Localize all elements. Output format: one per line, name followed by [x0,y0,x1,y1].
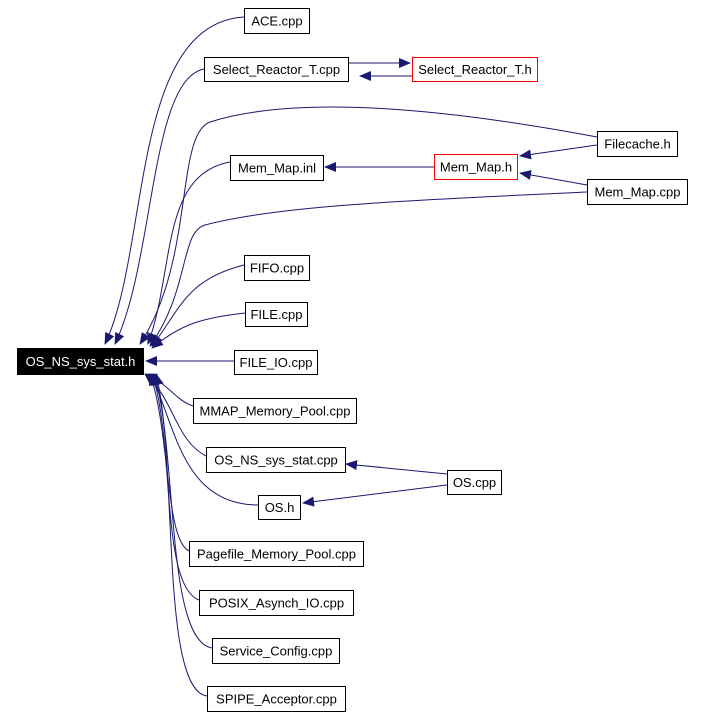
node-box [207,686,346,712]
node-label: OS.cpp [453,475,496,490]
node-box [597,131,678,157]
node-os-ns-sys-stat-h[interactable]: OS_NS_sys_stat.h [17,348,144,375]
edge-select_reactor_t_cpp-to-os_ns_sys_stat_h [114,68,205,345]
node-label: OS.h [265,500,295,515]
node-select-reactor-t-h[interactable]: Select_Reactor_T.h [412,57,538,82]
edge-service_config_cpp-to-os_ns_sys_stat_h [152,373,213,649]
node-label: Service_Config.cpp [220,644,333,659]
node-label: ACE.cpp [251,14,302,29]
edge-os_h-to-os_ns_sys_stat_h [149,373,259,506]
edge-fifo_cpp-to-os_ns_sys_stat_h [151,264,245,347]
node-box [245,302,308,327]
edge-file_cpp-to-os_ns_sys_stat_h [151,312,246,349]
node-spipe-acceptor-cpp[interactable]: SPIPE_Acceptor.cpp [207,686,346,712]
node-mem-map-cpp[interactable]: Mem_Map.cpp [587,179,688,205]
node-service-config-cpp[interactable]: Service_Config.cpp [212,638,340,664]
edge-filecache_h-to-mem_map_h [519,144,598,160]
node-pagefile-memory-pool-cpp[interactable]: Pagefile_Memory_Pool.cpp [189,541,364,567]
node-box [17,348,144,375]
node-box [434,154,518,180]
node-label: MMAP_Memory_Pool.cpp [200,404,351,419]
node-box [258,495,301,520]
node-box [230,155,324,181]
node-label: OS_NS_sys_stat.h [26,354,136,369]
node-os-cpp[interactable]: OS.cpp [447,470,502,495]
node-box [199,590,354,616]
node-box [587,179,688,205]
node-box [189,541,364,567]
edge-spipe_acceptor_cpp-to-os_ns_sys_stat_h [153,373,208,697]
node-box [206,447,346,473]
node-label: Pagefile_Memory_Pool.cpp [197,547,356,562]
nodes-layer: OS_NS_sys_stat.h ACE.cppSelect_Reactor_T.… [17,8,688,712]
edges-layer [104,16,598,697]
node-box [447,470,502,495]
node-label: FILE.cpp [250,307,302,322]
node-label: Mem_Map.h [440,160,512,175]
node-mem-map-h[interactable]: Mem_Map.h [434,154,518,180]
node-os-h[interactable]: OS.h [258,495,301,520]
node-label: Select_Reactor_T.h [418,62,531,77]
node-box [234,350,318,375]
node-label: FILE_IO.cpp [240,355,313,370]
node-label: Select_Reactor_T.cpp [213,62,340,77]
node-label: POSIX_Asynch_IO.cpp [209,596,344,611]
node-box [244,255,310,281]
node-fifo-cpp[interactable]: FIFO.cpp [244,255,310,281]
edge-mem_map_cpp-to-os_ns_sys_stat_h [149,191,588,347]
node-posix-asynch-io-cpp[interactable]: POSIX_Asynch_IO.cpp [199,590,354,616]
node-box [212,638,340,664]
node-file-cpp[interactable]: FILE.cpp [245,302,308,327]
node-filecache-h[interactable]: Filecache.h [597,131,678,157]
node-select-reactor-t-cpp[interactable]: Select_Reactor_T.cpp [204,57,349,82]
node-box [412,57,538,82]
node-os-ns-sys-stat-cpp[interactable]: OS_NS_sys_stat.cpp [206,447,346,473]
edge-os_cpp-to-os_h [302,484,448,507]
node-label: Mem_Map.cpp [595,185,681,200]
node-label: Mem_Map.inl [238,161,316,176]
node-mmap-memory-pool-cpp[interactable]: MMAP_Memory_Pool.cpp [193,398,357,424]
edge-mem_map_cpp-to-mem_map_h [519,170,588,186]
edge-os_cpp-to-os_ns_sys_stat_cpp [345,460,448,475]
node-box [244,8,310,34]
node-label: FIFO.cpp [250,261,304,276]
node-label: OS_NS_sys_stat.cpp [214,453,338,468]
edge-mem_map_inl-to-os_ns_sys_stat_h [147,161,231,345]
node-label: Filecache.h [604,137,670,152]
node-label: SPIPE_Acceptor.cpp [216,692,337,707]
node-box [193,398,357,424]
edge-ace_cpp-to-os_ns_sys_stat_h [104,16,245,345]
node-file-io-cpp[interactable]: FILE_IO.cpp [234,350,318,375]
node-box [204,57,349,82]
node-ace-cpp[interactable]: ACE.cpp [244,8,310,34]
node-mem-map-inl[interactable]: Mem_Map.inl [230,155,324,181]
edge-filecache_h-to-os_ns_sys_stat_h [139,106,598,345]
